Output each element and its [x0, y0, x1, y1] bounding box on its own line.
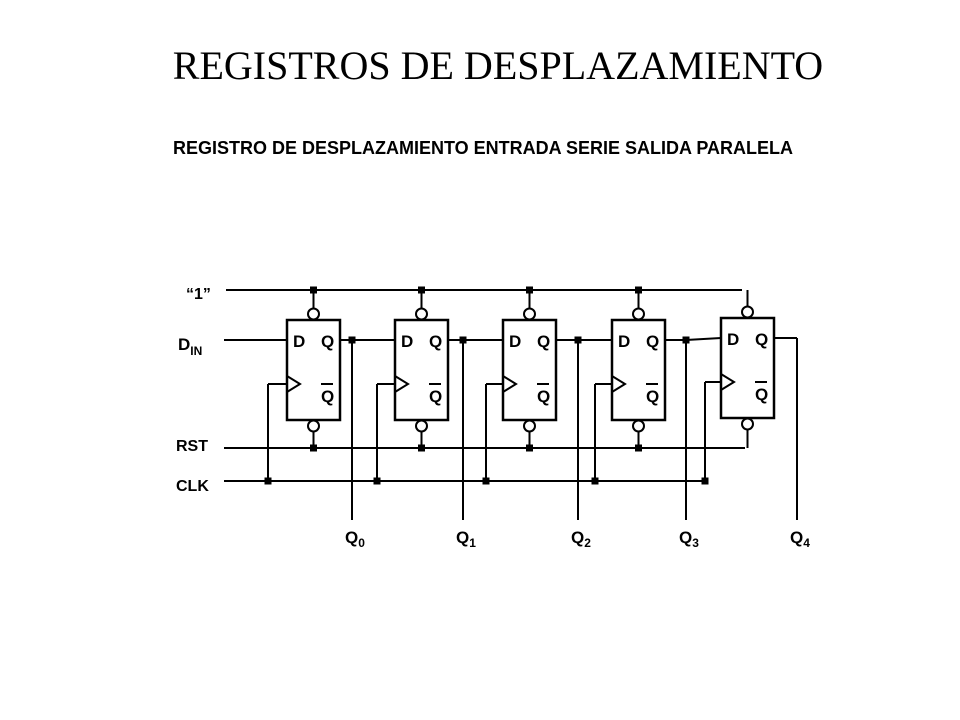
- set-junction-2: [526, 286, 533, 294]
- set-bubble: [415, 307, 428, 321]
- flip-flop-box: [719, 316, 776, 420]
- pin-d-label: D: [727, 330, 739, 349]
- pin-q-label: Q: [321, 332, 334, 351]
- shift-link-3: [685, 337, 722, 341]
- output-label-q0: Q0: [345, 528, 365, 550]
- set-bubble: [523, 307, 536, 321]
- pin-qbar-label: Q: [646, 387, 659, 406]
- reset-bubble: [741, 417, 754, 431]
- reset-bubble: [632, 419, 645, 433]
- clock-junction-3: [591, 477, 599, 485]
- set-bubble: [632, 307, 645, 321]
- input-label-one: “1”: [186, 286, 211, 303]
- reset-junction-2: [526, 444, 533, 452]
- clock-triangle-icon: [394, 375, 410, 393]
- wiring: [224, 286, 798, 520]
- pin-d-label: D: [293, 332, 305, 351]
- reset-bubble: [415, 419, 428, 433]
- set-junction-3: [635, 286, 642, 294]
- set-junction-0: [310, 286, 317, 294]
- clock-junction-0: [264, 477, 272, 485]
- set-bubble: [307, 307, 320, 321]
- pin-q-label: Q: [646, 332, 659, 351]
- clock-triangle-icon: [286, 375, 302, 393]
- set-junction-1: [418, 286, 425, 294]
- clock-junction-4: [701, 477, 709, 485]
- output-label-q4: Q4: [790, 528, 810, 550]
- output-label-q2: Q2: [571, 528, 591, 550]
- pin-d-label: D: [509, 332, 521, 351]
- reset-junction-0: [310, 444, 317, 452]
- page-subtitle: REGISTRO DE DESPLAZAMIENTO ENTRADA SERIE…: [172, 138, 794, 158]
- pin-qbar-label: Q: [755, 385, 768, 404]
- pin-q-label: Q: [429, 332, 442, 351]
- output-label-q1: Q1: [456, 528, 476, 550]
- pin-d-label: D: [401, 332, 413, 351]
- pin-q-label: Q: [537, 332, 550, 351]
- input-label-clk: CLK: [176, 478, 209, 495]
- set-bubble: [741, 305, 754, 319]
- pin-qbar-label: Q: [321, 387, 334, 406]
- clock-triangle-icon: [502, 375, 518, 393]
- page-title: REGISTROS DE DESPLAZAMIENTO: [172, 43, 824, 88]
- output-label-group: Q0 Q1 Q2 Q3 Q4: [345, 528, 810, 550]
- clock-triangle-icon: [611, 375, 627, 393]
- pin-q-label: Q: [755, 330, 768, 349]
- clock-junction-1: [373, 477, 381, 485]
- clock-junction-2: [482, 477, 490, 485]
- pin-qbar-label: Q: [537, 387, 550, 406]
- output-label-q3: Q3: [679, 528, 699, 550]
- reset-bubble: [523, 419, 536, 433]
- reset-junction-1: [418, 444, 425, 452]
- reset-junction-3: [635, 444, 642, 452]
- pin-d-label: D: [618, 332, 630, 351]
- flip-flop-box: [393, 318, 450, 422]
- clock-triangle-icon: [720, 373, 736, 391]
- reset-bubble: [307, 419, 320, 433]
- input-label-rst: RST: [176, 438, 208, 455]
- pin-qbar-label: Q: [429, 387, 442, 406]
- input-label-din: DIN: [178, 335, 202, 358]
